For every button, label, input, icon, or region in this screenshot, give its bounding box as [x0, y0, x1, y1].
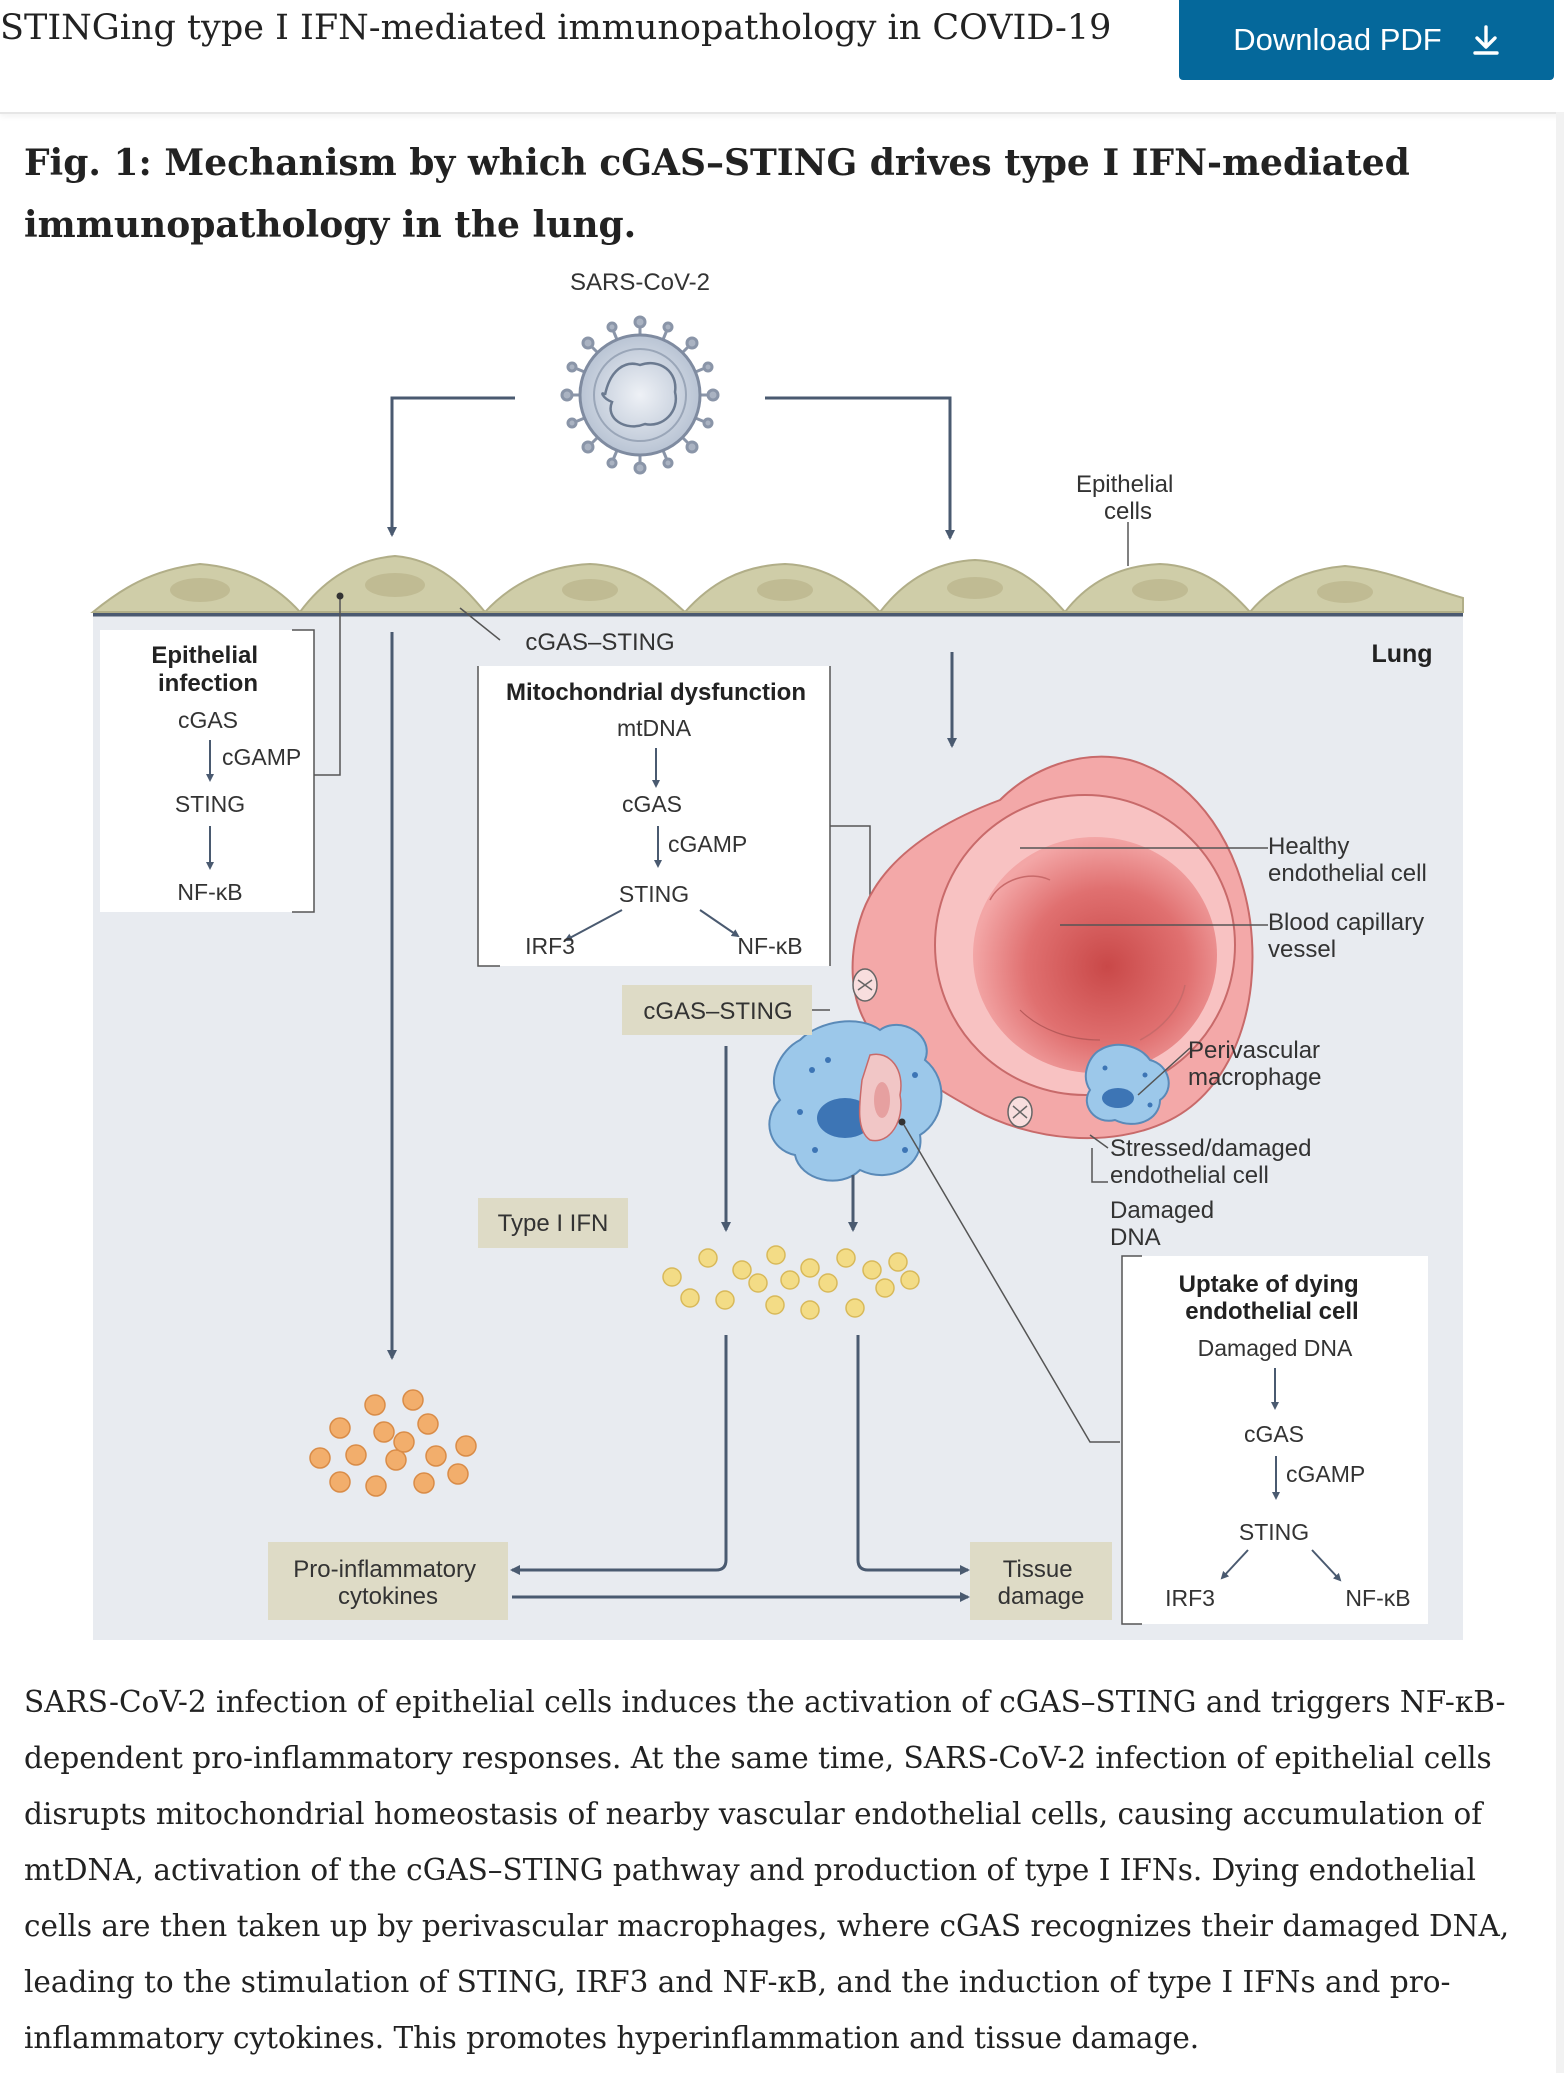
- mito-nfkb: NF-κB: [737, 933, 802, 959]
- perivascular-label: Perivascular macrophage: [1188, 1037, 1327, 1091]
- arrow-ifn-to-cytokines: [510, 1335, 728, 1575]
- mitochondria-icons: [852, 968, 1033, 1128]
- blood-capillary-vessel: [851, 755, 1254, 1140]
- arrow-virus-right: [765, 396, 955, 540]
- epithelial-cgamp: cGAMP: [222, 744, 301, 770]
- mito-irf3: IRF3: [525, 933, 575, 959]
- epithelial-sting: STING: [175, 791, 245, 817]
- damaged-dna-label: Damaged DNA: [1110, 1197, 1221, 1251]
- uptake-damaged-dna: Damaged DNA: [1198, 1335, 1353, 1361]
- box-uptake-dying-cell: Uptake of dying endothelial cell Damaged…: [1121, 1255, 1428, 1625]
- box-epithelial-infection: Epithelial infection cGAS cGAMP STING NF…: [100, 592, 344, 913]
- mechanism-diagram: SARS-CoV-2 Epithelial cells Lung Epithel…: [90, 269, 1464, 1640]
- mito-cgamp: cGAMP: [668, 831, 747, 857]
- tissue-damage-label: Tissue damage: [998, 1556, 1085, 1610]
- epithelial-cgas: cGAS: [178, 707, 238, 733]
- stressed-endothelial-label: Stressed/damaged endothelial cell: [1110, 1135, 1318, 1189]
- type-i-ifn-box: [478, 1198, 628, 1248]
- mito-mtdna: mtDNA: [617, 715, 692, 741]
- mito-arrow-irf3: [564, 909, 623, 941]
- article-title: STINGing type I IFN-mediated immunopatho…: [0, 8, 1112, 48]
- mito-sting: STING: [619, 881, 689, 907]
- sars-cov-2-label: SARS-CoV-2: [570, 269, 710, 296]
- epithelial-cells-label: Epithelial cells: [1076, 471, 1180, 525]
- figure-caption: SARS-CoV-2 infection of epithelial cells…: [24, 1685, 1510, 2055]
- macrophage-engulfing: [768, 1020, 943, 1182]
- epithelial-infection-title: Epithelial infection: [151, 642, 264, 697]
- sars-cov-2-virus-icon: [560, 315, 720, 475]
- type-i-ifn-label: Type I IFN: [498, 1210, 609, 1237]
- type-i-ifn-dots: [662, 1245, 920, 1320]
- uptake-irf3: IRF3: [1165, 1585, 1215, 1611]
- tissue-damage-box: [970, 1542, 1112, 1620]
- epithelial-nuclei: [170, 573, 1373, 603]
- cgas-sting-mid-label: cGAS–STING: [643, 998, 792, 1025]
- perivascular-macrophage: [1084, 1043, 1170, 1125]
- arrow-ifn-to-tissue: [856, 1335, 970, 1575]
- box-mitochondrial-dysfunction: Mitochondrial dysfunction mtDNA cGAS cGA…: [477, 666, 874, 967]
- lung-label: Lung: [1371, 640, 1432, 668]
- download-pdf-button[interactable]: Download PDF: [1179, 0, 1554, 80]
- cgas-sting-mid-box: [622, 985, 812, 1035]
- mito-title: Mitochondrial dysfunction: [506, 679, 806, 706]
- uptake-sting: STING: [1239, 1519, 1309, 1545]
- uptake-title: Uptake of dying endothelial cell: [1179, 1271, 1366, 1325]
- download-arrow-icon: [1473, 25, 1499, 55]
- uptake-cgas: cGAS: [1244, 1421, 1304, 1447]
- uptake-cgamp: cGAMP: [1286, 1461, 1365, 1487]
- download-pdf-label: Download PDF: [1233, 22, 1442, 57]
- blood-capillary-label: Blood capillary vessel: [1268, 909, 1431, 963]
- figure-title: Fig. 1: Mechanism by which cGAS–STING dr…: [24, 142, 1410, 246]
- article-header: STINGing type I IFN-mediated immunopatho…: [0, 0, 1564, 114]
- mito-cgas: cGAS: [622, 791, 682, 817]
- cgas-sting-pointer: [459, 607, 501, 641]
- cgas-sting-top-label: cGAS–STING: [525, 629, 674, 656]
- healthy-endothelial-label: Healthy endothelial cell: [1268, 833, 1427, 887]
- cytokine-dots: [309, 1389, 477, 1497]
- page-scrollbar[interactable]: [1556, 112, 1564, 2073]
- pro-inflammatory-label: Pro-inflammatory cytokines: [293, 1556, 482, 1610]
- pro-inflammatory-box: [268, 1542, 508, 1620]
- epithelial-nfkb: NF-κB: [177, 879, 242, 905]
- uptake-arrow-nfkb: [1311, 1549, 1342, 1582]
- mito-arrow-nfkb: [699, 909, 740, 938]
- uptake-nfkb: NF-κB: [1345, 1585, 1410, 1611]
- arrow-virus-left: [387, 396, 515, 537]
- uptake-arrow-irf3: [1220, 1549, 1249, 1580]
